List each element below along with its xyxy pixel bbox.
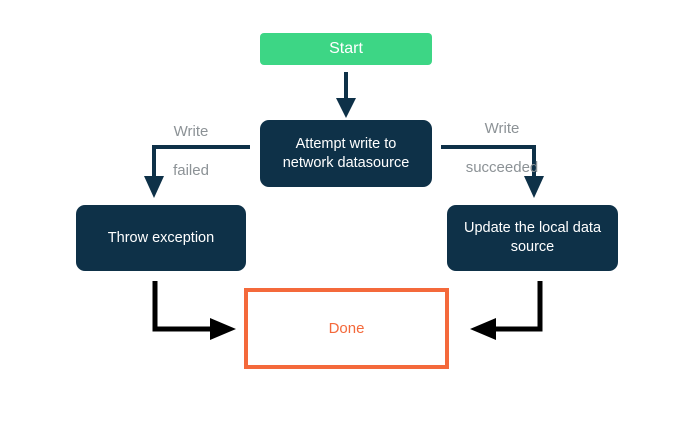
- node-start[interactable]: Start: [260, 33, 432, 65]
- edge-start-to-attempt: [336, 72, 356, 118]
- node-attempt-write-label-line1: Attempt write to: [295, 135, 397, 152]
- node-update-local-data-source[interactable]: Update the local data source: [447, 205, 618, 271]
- edge-label-write-succeeded-line1: Write: [484, 119, 520, 137]
- node-attempt-write[interactable]: Attempt write to network datasource: [260, 120, 432, 187]
- edge-label-write-failed: Write failed: [140, 102, 242, 181]
- edge-label-write-failed-line2: failed: [173, 162, 209, 180]
- node-attempt-write-label-line2: network datasource: [282, 154, 410, 171]
- edge-label-write-succeeded: Write succeeded: [440, 99, 564, 178]
- node-attempt-write-label: Attempt write to network datasource: [283, 135, 410, 172]
- node-throw-exception-label: Throw exception: [107, 229, 215, 246]
- node-update-label-line2: source: [510, 239, 555, 255]
- edge-label-write-succeeded-line2: succeeded: [465, 159, 539, 177]
- node-update-label-line1: Update the local data: [463, 220, 602, 237]
- node-start-label: Start: [329, 39, 363, 57]
- node-done-label: Done: [328, 319, 365, 337]
- edge-update-to-done: [470, 281, 543, 340]
- node-done[interactable]: Done: [244, 288, 449, 369]
- edge-label-write-failed-line1: Write: [173, 122, 209, 140]
- node-update-local-data-source-label: Update the local data source: [464, 219, 601, 256]
- node-throw-exception[interactable]: Throw exception: [76, 205, 246, 271]
- edge-throw-to-done: [152, 281, 236, 340]
